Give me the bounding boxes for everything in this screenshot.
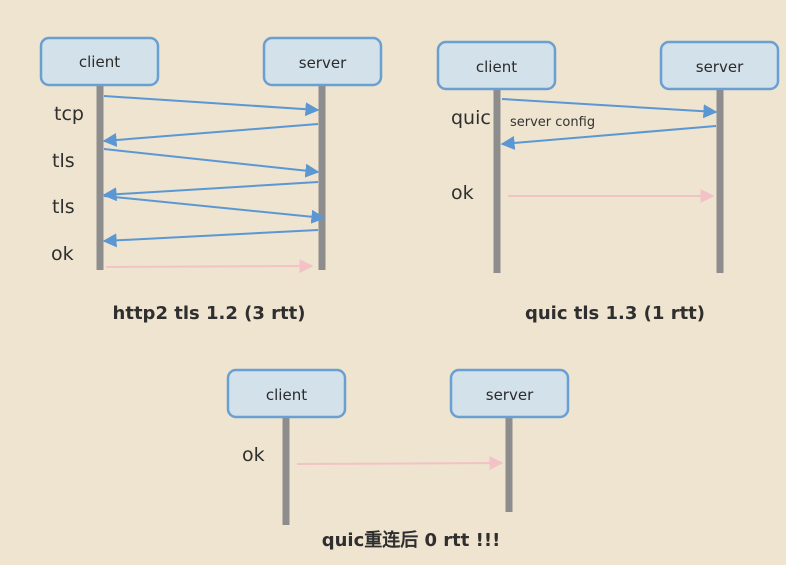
client-box: client — [226, 368, 347, 419]
message-label-server-config: server config — [510, 115, 595, 130]
message-arrow — [103, 95, 320, 117]
message-arrow — [501, 98, 718, 119]
caption: quic重连后 0 rtt !!! — [322, 529, 501, 551]
quic-reconnect-diagram: client server ok quic重连后 0 rtt !!! — [226, 368, 570, 551]
quic-diagram: client server quic ok server config quic… — [436, 40, 780, 324]
server-label: server — [696, 58, 744, 76]
step-label-quic: quic — [451, 107, 491, 129]
step-label-ok: ok — [51, 243, 74, 265]
server-label: server — [299, 54, 347, 72]
client-box: client — [436, 40, 557, 91]
data-arrow — [105, 259, 314, 274]
client-label: client — [266, 386, 307, 404]
step-label-tls-2: tls — [52, 196, 75, 218]
server-box: server — [659, 40, 780, 91]
message-arrow — [102, 229, 319, 248]
message-arrow — [103, 195, 326, 224]
http2-diagram: client server tcp tls tls ok http2 tls 1… — [39, 36, 383, 324]
caption: http2 tls 1.2 (3 rtt) — [113, 303, 306, 324]
client-label: client — [476, 58, 517, 76]
server-label: server — [486, 386, 534, 404]
message-arrow — [102, 181, 319, 202]
data-arrow — [296, 456, 504, 471]
caption: quic tls 1.3 (1 rtt) — [525, 303, 705, 324]
server-box: server — [262, 36, 383, 87]
step-label-ok: ok — [451, 182, 474, 204]
client-box: client — [39, 36, 160, 87]
server-box: server — [449, 368, 570, 419]
step-label-tls-1: tls — [52, 150, 75, 172]
message-arrow — [500, 125, 717, 150]
client-label: client — [79, 53, 120, 71]
message-arrow — [103, 148, 320, 178]
step-label-tcp: tcp — [54, 103, 84, 125]
step-label-ok: ok — [242, 444, 265, 466]
message-arrow — [102, 123, 319, 147]
